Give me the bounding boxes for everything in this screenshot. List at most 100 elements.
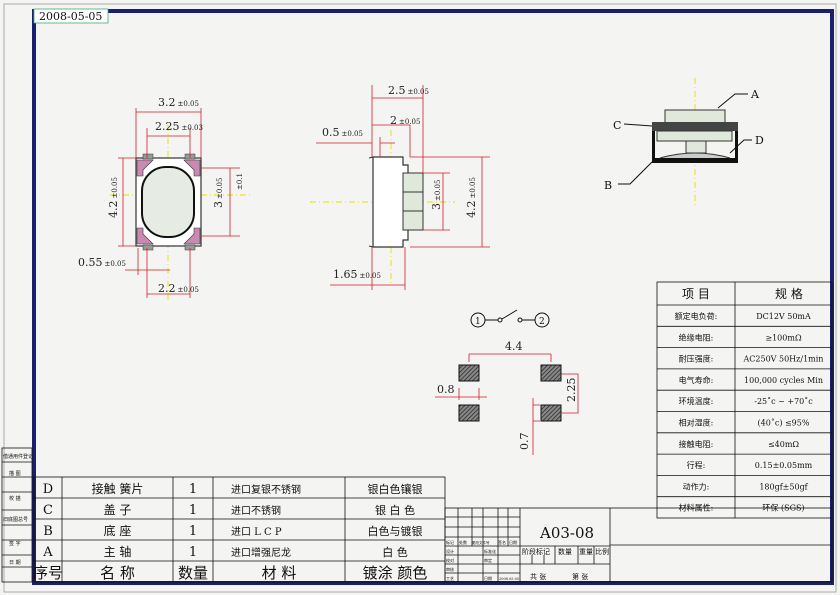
tb-label: 审定 (484, 557, 492, 563)
parts-cell: 1 (189, 482, 197, 497)
parts-header: 镀涂 颜色 (363, 564, 428, 582)
parts-cell: A (42, 545, 53, 560)
parts-header: 材 料 (262, 564, 297, 582)
corner-pad (183, 159, 201, 177)
spec-value: 0.15±0.05mm (755, 461, 813, 470)
tb-label: 工艺 (446, 576, 454, 581)
dim-side-button: 3±0.05 (430, 180, 443, 210)
spec-row: 接触电阻: ≤40mΩ (679, 439, 800, 449)
corner-pad (136, 159, 154, 177)
top-view: 3.2±0.05 2.25±0.03 4.2±0.05 3±0.05 ±0.1 … (78, 96, 250, 300)
spec-table: 项 目规 格额定电负荷:DC12V 50mA绝缘电阻:≥100mΩ耐压强度:AC… (656, 281, 833, 519)
dim-button: 3±0.05 (212, 178, 225, 208)
drawing-frame (32, 9, 834, 585)
dim-inner: 2.25±0.03 (155, 120, 203, 133)
tb-qty: 数量 (558, 547, 572, 556)
parts-cell: 1 (189, 545, 197, 560)
footprint-pad (458, 404, 480, 422)
spec-value: -25˚c ~ +70˚c (754, 397, 813, 406)
parts-header: 名 称 (100, 564, 135, 582)
dim-width: 3.2±0.05 (158, 96, 199, 109)
spec-value: 100,000 cycles Min (744, 376, 823, 385)
spec-label: 绝缘电阻: (679, 332, 714, 342)
sidebar-label: 旧底图总号 (3, 516, 28, 523)
title-block: A03-08 标记 处数 更改文件号 签名 日期 设计 标准化 校对 审定 审核… (444, 507, 833, 583)
parts-cell: 进口 L C P (231, 526, 282, 538)
corner-pad (136, 227, 154, 245)
tb-weight: 重量 (579, 548, 593, 556)
parts-cell: 1 (189, 524, 197, 539)
tb-sheet: 第 张 (572, 572, 588, 581)
dim-footprint-pitch: 2.25 (565, 378, 578, 403)
parts-cell: 银白色镶银 (368, 482, 423, 496)
tb-stage: 阶段标记 (522, 547, 550, 556)
dim-offset: 1.65±0.05 (333, 268, 381, 281)
spec-label: 电气寿命: (679, 375, 714, 385)
dim-footprint-pad-width: 0.8 (437, 383, 455, 396)
spec-row: 耐压强度: AC250V 50Hz/1min (679, 354, 824, 364)
dim-side-height: 4.2±0.05 (465, 177, 478, 218)
tb-date: 2008.05.05 (499, 577, 519, 581)
sidebar-label: 借通用件登记 (3, 453, 33, 460)
spec-row: 动作力:180gf±50gf (683, 481, 809, 491)
parts-cell: B (43, 524, 53, 539)
tb-sheets: 共 张 (530, 572, 546, 581)
parts-cell: 银 白 色 (375, 503, 415, 517)
sidebar-label: 描 图 (9, 470, 21, 477)
tb-label: 处数 (459, 539, 467, 545)
callout-a: A (750, 88, 760, 101)
tb-label: 签名 (498, 539, 506, 545)
parts-header: 数量 (178, 564, 208, 582)
dim-body: 2±0.05 (390, 114, 420, 127)
tb-scale: 比例 (595, 547, 609, 556)
side-body (372, 156, 409, 248)
footprint-pad (458, 364, 480, 382)
spec-value: ≤40mΩ (768, 440, 799, 449)
switch-schematic: 1 2 (470, 309, 550, 328)
spec-row: 环境温度: -25˚c ~ +70˚c (679, 396, 814, 406)
tb-label: 更改文件号 (472, 540, 490, 545)
dim-footprint-span: 4.4 (505, 340, 523, 353)
spec-label: 接触电阻: (679, 439, 714, 449)
side-view: 2.5±0.05 2±0.05 0.5±0.05 3±0.05 4.2±0.05… (310, 84, 490, 290)
parts-cell: 进口不锈钢 (231, 504, 281, 517)
spec-row: 额定电负荷: DC12V 50mA (675, 311, 811, 321)
spec-label: 环境温度: (679, 396, 714, 406)
spec-row: 电气寿命: 100,000 cycles Min (679, 375, 823, 385)
spec-label: 额定电负荷: (675, 311, 718, 321)
spec-row: 相对湿度: (40˚c) ≤95% (679, 418, 810, 428)
sidebar-register: 借通用件登记 描 图 校 描 旧底图总号 签 字 日 期 (1, 447, 33, 583)
parts-cell: 进口复银不锈钢 (231, 483, 301, 496)
parts-cell: 白色与镀银 (368, 524, 423, 538)
sidebar-label: 校 描 (9, 495, 21, 502)
sidebar-label: 签 字 (9, 540, 21, 547)
parts-cell: 进口增强尼龙 (231, 546, 291, 559)
pin-1-label: 1 (475, 317, 481, 327)
outer-border (3, 3, 837, 593)
parts-cell: 盖 子 (104, 503, 132, 517)
date-tag-box (33, 8, 109, 24)
spec-value: (40˚c) ≤95% (758, 419, 810, 428)
tb-label: 日期 (509, 539, 517, 545)
dim-button-tol: ±0.1 (236, 173, 244, 190)
button-actuator (141, 166, 195, 238)
parts-cell: 白 色 (382, 545, 408, 559)
spec-row: 绝缘电阻:≥100mΩ (679, 332, 802, 342)
tb-label: 日期 (484, 575, 492, 581)
spec-label: 耐压强度: (679, 354, 714, 364)
tb-label: 校对 (446, 557, 454, 563)
spec-value: AC250V 50Hz/1min (743, 355, 824, 364)
spec-label: 相对湿度: (679, 418, 714, 428)
dim-pad-span: 2.2±0.05 (158, 282, 199, 295)
spec-header: 项 目 (682, 287, 710, 301)
callout-b: B (604, 179, 612, 192)
tb-label: 设计 (446, 548, 454, 554)
tb-label: 审核 (446, 566, 454, 572)
spec-value: DC12V 50mA (756, 312, 811, 321)
section-view: A B C D (604, 78, 764, 205)
